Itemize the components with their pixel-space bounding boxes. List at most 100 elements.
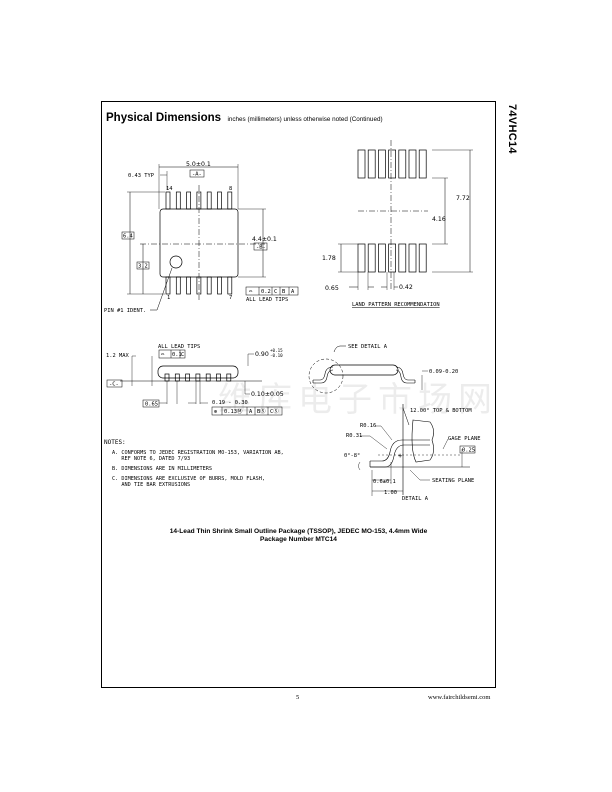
land-pad-bottom: [388, 243, 396, 273]
position-datum-c: CⓈ: [270, 407, 279, 415]
lead-bottom: [206, 276, 212, 295]
gage-plane-label: GAGE PLANE: [448, 436, 480, 442]
footer-url-link[interactable]: www.fairchildsemi.com: [428, 694, 491, 701]
lead-top: [217, 191, 222, 210]
note-a: A. CONFORMS TO JEDEC REGISTRATION MO-153…: [112, 450, 284, 462]
land-pattern-view: [338, 140, 473, 290]
detail-a-title: DETAIL A: [402, 496, 429, 502]
land-pattern-title: LAND PATTERN RECOMMENDATION: [352, 302, 440, 308]
seating-plane-label: SEATING PLANE: [432, 478, 474, 484]
center-mark: +: [398, 452, 402, 460]
land-pad-top: [367, 149, 376, 179]
side-lead: [216, 373, 221, 382]
angle-label: 0°-8°: [344, 453, 360, 459]
lead-bottom: [227, 276, 233, 295]
pin-7-label: 7: [229, 295, 232, 301]
lead-thickness-label: 0.09-0.20: [429, 369, 458, 375]
gage-dim-label: 0.25: [462, 448, 475, 454]
datum-a-label: -A-: [192, 172, 202, 178]
tol-frame-datum-b: B: [282, 289, 285, 295]
package-caption: 14-Lead Thin Shrink Small Outline Packag…: [101, 528, 496, 544]
land-pad-bottom: [398, 243, 407, 273]
all-lead-tips-label: ALL LEAD TIPS: [246, 297, 288, 303]
max-height-label: 1.2 MAX: [106, 353, 129, 359]
land-pad-top: [418, 149, 427, 179]
pin-8-label: 8: [229, 186, 232, 192]
lead-bottom: [186, 276, 191, 295]
lead-top: [186, 191, 191, 210]
land-pad-bottom: [367, 243, 376, 273]
overall-dim-label: 6.4: [123, 234, 133, 240]
side-lead: [205, 373, 211, 382]
lead-top: [227, 191, 233, 210]
top-view-labels: 5.0±0.1 -A- 0.43 TYP 14 8 1 7 6.4 3.2 4.…: [104, 161, 295, 314]
dim-total-label: 7.72: [456, 195, 470, 202]
see-detail-label: SEE DETAIL A: [348, 344, 388, 350]
pin1-indicator: [169, 255, 183, 269]
section-subtitle: inches (millimeters) unless otherwise no…: [227, 116, 383, 123]
body-thickness-label: 0.90: [255, 351, 269, 358]
side-lead: [195, 373, 201, 382]
side-body-outline: [157, 365, 239, 379]
pitch-label: 0.65: [145, 402, 158, 408]
lead-top: [175, 191, 181, 210]
land-pad-bottom: [357, 243, 366, 273]
note-c: C. DIMENSIONS ARE EXCLUSIVE OF BURRS, MO…: [112, 476, 266, 488]
note-b: B. DIMENSIONS ARE IN MILLIMETERS: [112, 466, 212, 472]
half-dim-label: 3.2: [138, 264, 148, 270]
pin-14-label: 14: [166, 186, 173, 192]
land-pad-top: [357, 149, 366, 179]
land-pad-bottom: [408, 243, 417, 273]
end-body-outline: [329, 364, 399, 376]
dim-pitch-label: 0.65: [325, 285, 339, 292]
side-lead: [185, 373, 190, 382]
body-tol-minus: -0.10: [270, 353, 283, 358]
foot-length-label: 0.6±0.1: [373, 479, 396, 485]
dim-pad-length-label: 1.78: [322, 255, 336, 262]
lead-bottom: [217, 276, 222, 295]
tol-frame-datum-c: C: [274, 289, 277, 295]
side-all-lead-tips-label: ALL LEAD TIPS: [158, 344, 200, 350]
land-pad-bottom: [418, 243, 427, 273]
lead-bottom: [175, 276, 181, 295]
land-pad-bottom: [378, 243, 386, 273]
side-lead: [164, 373, 170, 382]
datum-b-label: -B-: [256, 245, 266, 251]
detail-a-labels: 12.00° TOP & BOTTOM R0.16 R0.31 0°-8° GA…: [344, 408, 480, 502]
end-view: [308, 345, 428, 394]
coplanarity-symbol: ⌓: [161, 352, 165, 358]
dim-pad-width-label: 0.42: [399, 284, 413, 291]
position-value: 0.13Ⓜ: [224, 407, 243, 415]
radius-1-label: R0.16: [360, 423, 376, 429]
top-view: [121, 164, 299, 311]
standoff-label: 0.10±0.05: [251, 391, 284, 398]
width-dim-label: 5.0±0.1: [186, 161, 211, 168]
caption-line-2: Package Number MTC14: [260, 536, 337, 543]
radius-2-label: R0.31: [346, 433, 362, 439]
page-number: 5: [296, 694, 300, 701]
angle-top-bottom-label: 12.00° TOP & BOTTOM: [410, 408, 472, 414]
coplanarity-value: 0.1: [172, 352, 182, 358]
end-view-labels: SEE DETAIL A 0.09-0.20: [348, 344, 458, 375]
side-lead: [174, 373, 180, 382]
land-pattern-labels: 7.72 4.16 1.78 0.65 0.42 LAND PATTERN RE…: [322, 195, 470, 308]
pin-1-label: 1: [167, 295, 170, 301]
side-leads: [164, 373, 232, 382]
land-pads-top: [357, 149, 427, 179]
lead-pitch-typ-label: 0.43 TYP: [128, 173, 154, 179]
pin1-ident-label: PIN #1 IDENT.: [104, 308, 146, 314]
footprint-label: 1.00: [384, 490, 397, 496]
position-datum-b: BⓈ: [257, 407, 266, 415]
section-title: Physical Dimensions: [106, 112, 222, 124]
side-view: [106, 349, 283, 416]
lead-width-label: 0.19 - 0.30: [212, 400, 248, 406]
tol-frame-datum-a: A: [291, 289, 295, 295]
detail-a-view: [358, 404, 476, 496]
position-datum-a: A: [249, 409, 253, 415]
position-symbol: ⊕: [214, 409, 217, 415]
datum-c-label: -C-: [109, 382, 119, 388]
body-tol-plus: +0.15: [270, 348, 283, 353]
land-pad-top: [378, 149, 386, 179]
caption-line-1: 14-Lead Thin Shrink Small Outline Packag…: [169, 528, 428, 535]
